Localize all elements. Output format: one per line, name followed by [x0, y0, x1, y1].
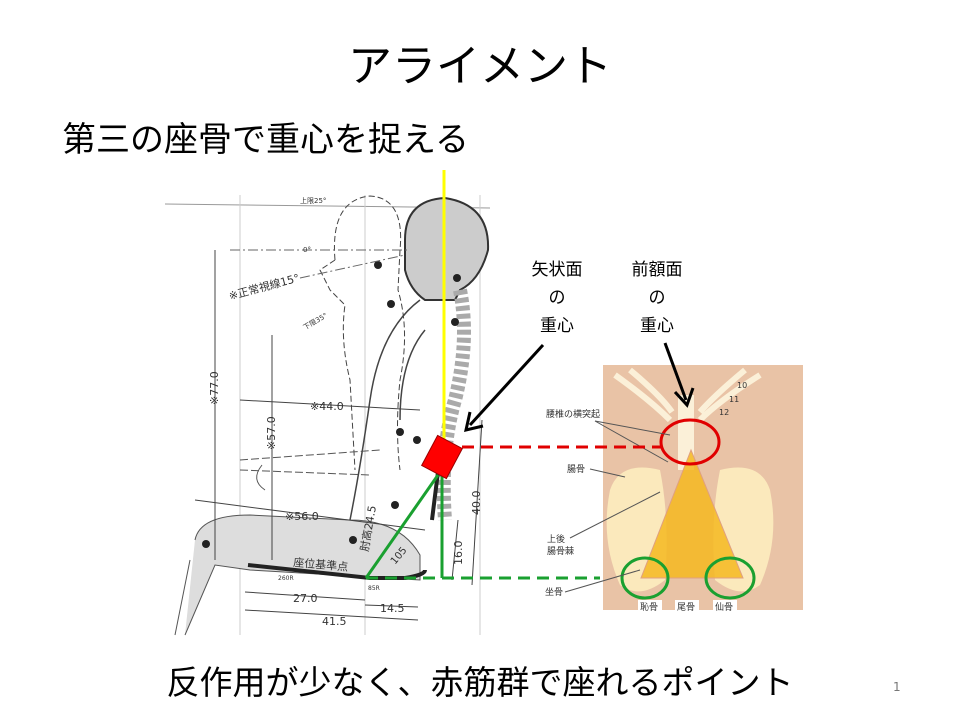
label-260r: 260R: [278, 575, 294, 582]
label-rib-11: 11: [729, 395, 739, 404]
label-dim-41-5: 41.5: [322, 615, 347, 628]
label-length-56: ※56.0: [285, 510, 319, 523]
center-of-gravity-marker: [420, 434, 464, 480]
label-psis-1: 上後: [547, 533, 565, 545]
slide-subtitle: 第三の座骨で重心を捉える: [62, 120, 469, 160]
label-dim-14-5: 14.5: [380, 602, 405, 615]
page-number: 1: [893, 680, 901, 694]
callout-frontal-line2: の: [648, 288, 666, 308]
label-dim-27: 27.0: [293, 592, 318, 605]
label-reach-44: ※44.0: [310, 400, 344, 413]
pelvis-diagram: 10 11 12 腰椎の横突起 腸骨 上後 腸骨棘 坐骨 恥骨 尾骨 仙骨: [545, 365, 803, 613]
callout-sagittal-line1: 矢状面: [531, 260, 583, 280]
label-zero-degree: 0°: [303, 246, 311, 254]
arrow-icon-frontal: [663, 342, 695, 408]
label-seat-reference: 座位基準点: [293, 555, 349, 574]
label-ischium: 坐骨: [545, 587, 563, 598]
label-85r: 85R: [368, 585, 380, 592]
callout-sagittal: 矢状面 の 重心: [522, 256, 592, 340]
callout-frontal-line3: 重心: [640, 316, 674, 336]
label-coccyx: 尾骨: [677, 602, 695, 613]
support-line-diagonal: [364, 474, 440, 579]
label-height-16: 16.0: [452, 541, 465, 566]
label-sacrum: 仙骨: [715, 601, 733, 613]
label-pubis: 恥骨: [640, 602, 658, 613]
callout-sagittal-line2: の: [548, 288, 566, 308]
label-ilium: 腸骨: [567, 464, 585, 475]
label-upper-limit: 上限25°: [300, 196, 326, 205]
label-psis-2: 腸骨棘: [547, 546, 574, 557]
label-height-40: 40.0: [470, 491, 483, 516]
label-height-57: ※57.0: [265, 416, 278, 450]
slide-title: アライメント: [348, 41, 612, 92]
label-rib-12: 12: [719, 408, 729, 417]
callout-frontal-line1: 前額面: [631, 260, 683, 280]
label-height-77: ※77.0: [208, 371, 221, 405]
label-lumbar-process: 腰椎の横突起: [546, 408, 600, 420]
label-rib-10: 10: [737, 381, 747, 390]
callout-frontal: 前額面 の 重心: [622, 256, 692, 340]
callout-sagittal-line3: 重心: [540, 316, 574, 336]
slide-footer: 反作用が少なく、赤筋群で座れるポイント: [166, 663, 794, 702]
arrow-icon-sagittal: [464, 343, 545, 433]
